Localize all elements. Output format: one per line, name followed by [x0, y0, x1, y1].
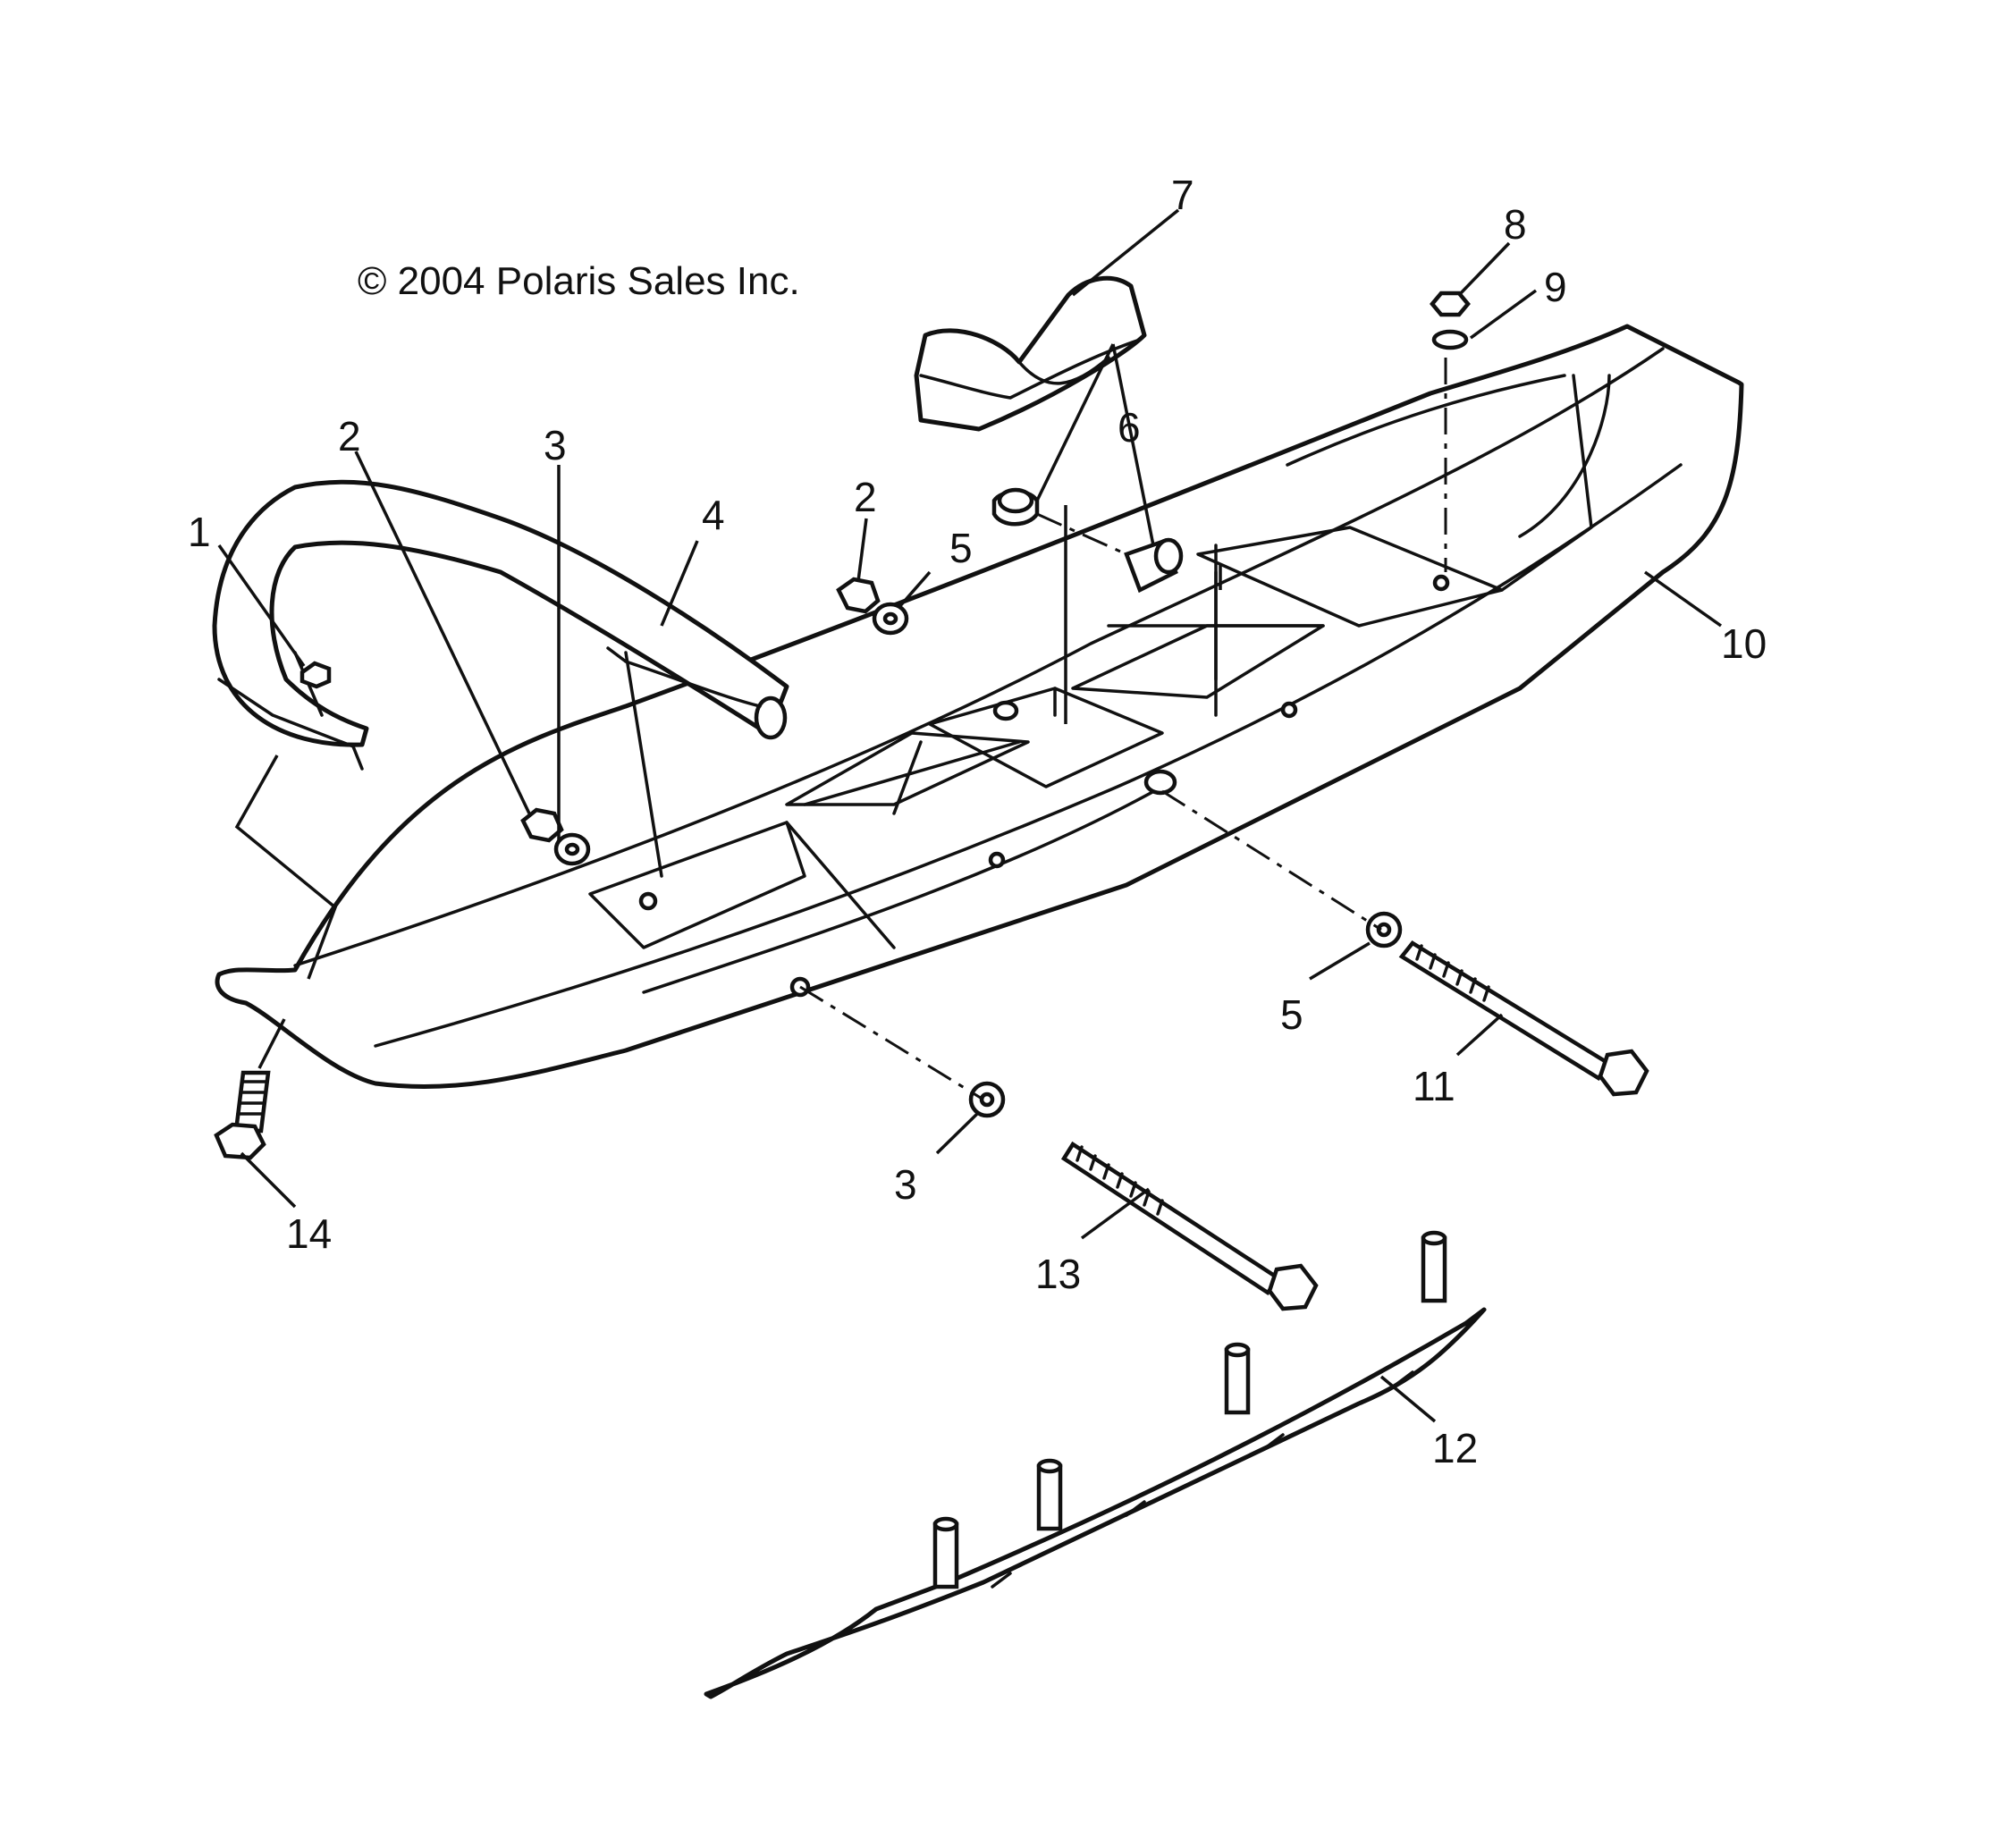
callout-8: 8	[1504, 201, 1527, 248]
callout-7: 7	[1171, 172, 1194, 218]
ski-body	[215, 324, 1744, 1090]
callout-14: 14	[286, 1210, 333, 1257]
copyright-notice: © 2004 Polaris Sales Inc.	[358, 259, 800, 303]
part-6-bushings	[991, 487, 1184, 594]
part-1-nut	[299, 661, 332, 689]
callout-10: 10	[1721, 620, 1767, 667]
callout-1: 1	[188, 509, 211, 555]
callout-2-left: 2	[338, 413, 361, 459]
ski-loop	[212, 479, 789, 878]
callout-leaders	[217, 208, 1723, 1423]
callout-9: 9	[1544, 264, 1567, 310]
part-8-nut	[1430, 291, 1471, 317]
callout-5-top: 5	[949, 525, 973, 571]
callout-13: 13	[1035, 1251, 1082, 1297]
part-2-nut-middle	[836, 577, 881, 614]
part-14-bolt	[214, 1070, 271, 1160]
part-13-bolt	[1060, 1141, 1319, 1311]
part-12-wear-bar	[704, 1230, 1487, 1699]
callout-3-left: 3	[544, 422, 567, 468]
part-11-bolt	[1398, 940, 1649, 1097]
part-9-washer	[1431, 329, 1469, 350]
callout-4: 4	[702, 492, 725, 538]
callout-6: 6	[1118, 404, 1141, 451]
part-7-block	[914, 275, 1147, 432]
callout-3-bottom: 3	[894, 1161, 917, 1208]
callout-5-right: 5	[1280, 991, 1303, 1038]
part-2-nut-left	[520, 807, 564, 843]
callout-12: 12	[1432, 1425, 1479, 1471]
callout-2-middle: 2	[854, 474, 877, 520]
callout-11: 11	[1413, 1063, 1455, 1109]
